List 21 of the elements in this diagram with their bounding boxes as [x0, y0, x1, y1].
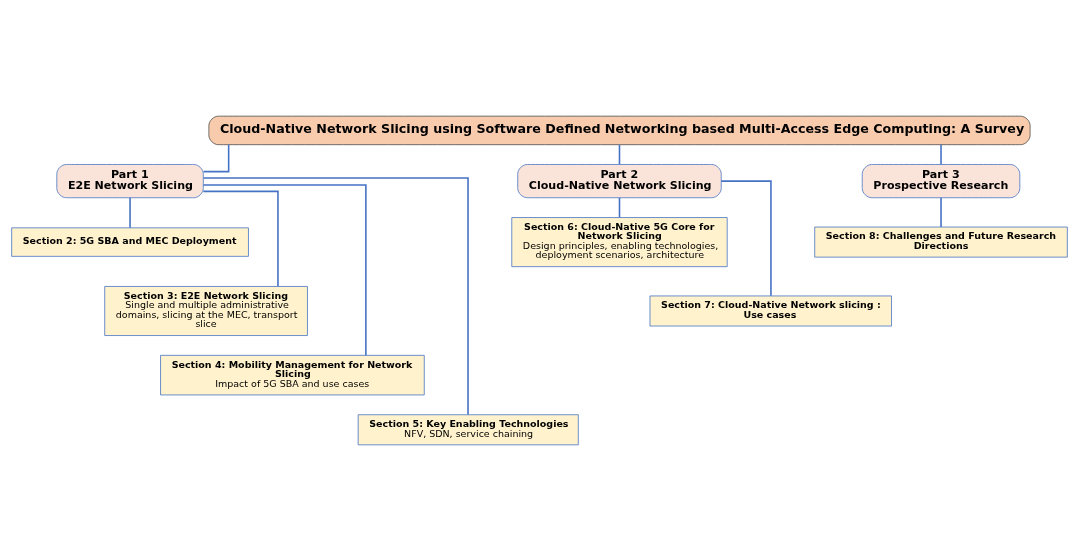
node-box: Section 3: E2E Network Slicing Single and multiple administrative domains, slicing at the MEC, transport slice — [104, 285, 308, 336]
connector — [720, 179, 772, 297]
node-box: Part 3 Prospective Research — [861, 163, 1021, 198]
node-box: Section 7: Cloud-Native Network slicing : Use cases — [649, 295, 892, 326]
connector — [129, 196, 131, 228]
node-box: Part 1 E2E Network Slicing — [56, 163, 204, 198]
connector — [202, 143, 230, 172]
connector — [202, 190, 279, 287]
node-box: Section 6: Cloud-Native 5G Core for Network Slicing Design principles, enabling technologies, deployment scenarios, architecture — [511, 216, 728, 267]
connector — [618, 143, 621, 165]
connector — [940, 196, 942, 228]
connector — [940, 143, 942, 165]
connector — [202, 176, 469, 415]
node-box: Section 2: 5G SBA and MEC Deployment — [11, 226, 249, 257]
connector — [202, 183, 367, 356]
node-box: Section 8: Challenges and Future Research Directions — [814, 226, 1068, 258]
node-box: Section 4: Mobility Management for Network Slicing Impact of 5G SBA and use cases — [160, 354, 425, 395]
node-box: Cloud-Native Network Slicing using Software Defined Networking based Multi-Access Edge Computing: A Survey — [208, 115, 1031, 145]
connector — [618, 196, 621, 218]
node-box: Section 5: Key Enabling Technologies NFV, SDN, service chaining — [357, 413, 579, 445]
node-box: Part 2 Cloud-Native Network Slicing — [517, 163, 722, 198]
